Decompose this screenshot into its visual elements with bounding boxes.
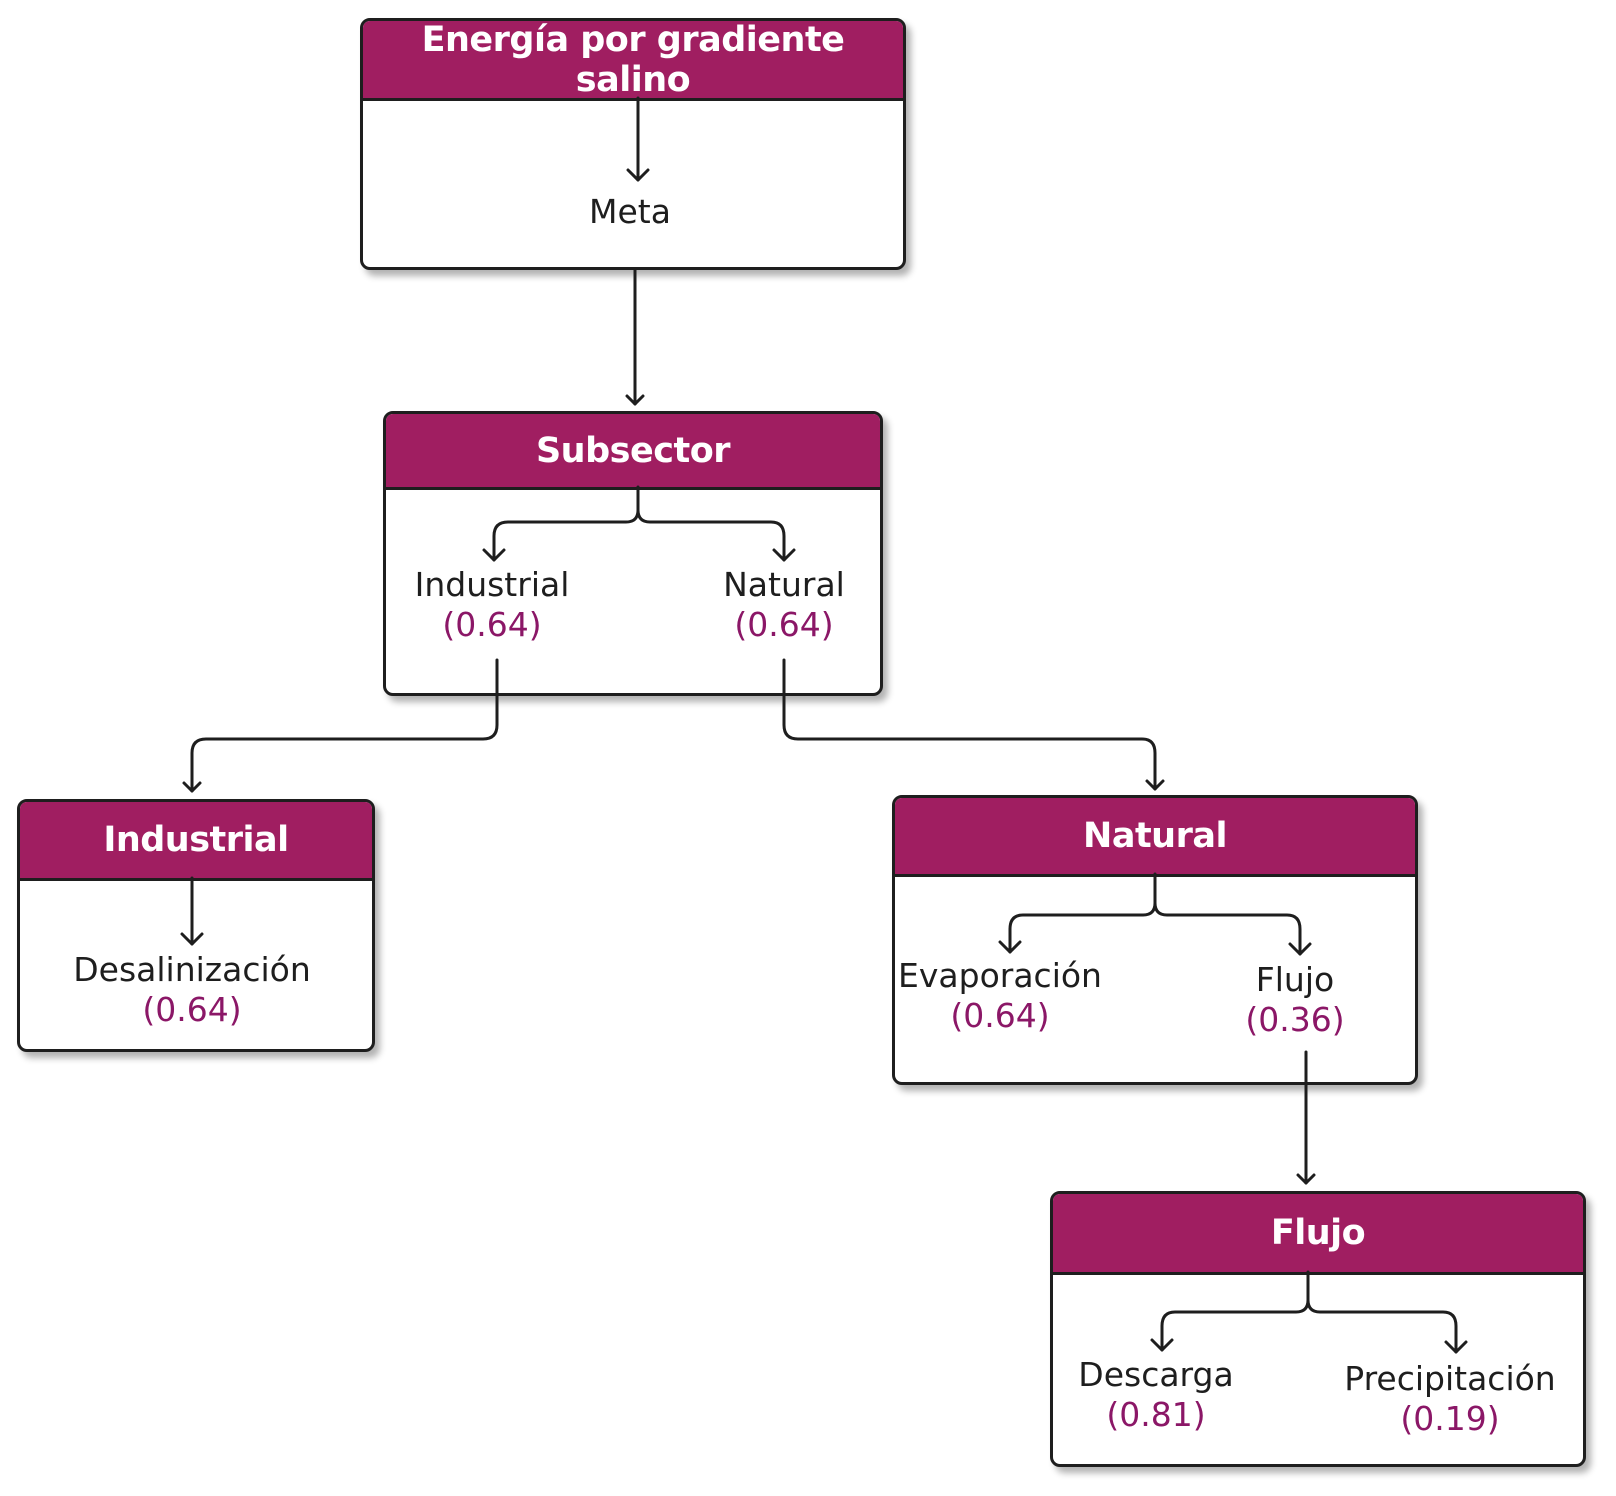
industrial-node-desalinizacion-value: (0.64) bbox=[142, 990, 242, 1029]
industrial-node-desalinizacion-label: Desalinización bbox=[73, 950, 311, 989]
subsector-node-industrial-value: (0.64) bbox=[442, 605, 542, 644]
flujo-card-header: Flujo bbox=[1053, 1194, 1583, 1275]
flujo-node-descarga-value: (0.81) bbox=[1106, 1395, 1206, 1434]
industrial-node-desalinizacion: Desalinización (0.64) bbox=[62, 950, 322, 1030]
natural-node-flujo-label: Flujo bbox=[1255, 960, 1335, 999]
subsector-node-industrial-label: Industrial bbox=[414, 565, 570, 604]
natural-node-evaporacion-label: Evaporación bbox=[898, 956, 1102, 995]
subsector-node-natural-label: Natural bbox=[723, 565, 845, 604]
goal-node-label: Meta bbox=[589, 192, 671, 231]
flujo-card: Flujo bbox=[1050, 1191, 1586, 1467]
flujo-node-precipitacion-label: Precipitación bbox=[1344, 1359, 1556, 1398]
goal-card: Energía por gradiente salino bbox=[360, 18, 906, 270]
goal-card-header: Energía por gradiente salino bbox=[363, 21, 903, 101]
subsector-node-industrial: Industrial (0.64) bbox=[392, 565, 592, 645]
arrowhead-goal-subsector bbox=[625, 394, 645, 406]
natural-node-evaporacion: Evaporación (0.64) bbox=[880, 956, 1120, 1036]
flujo-node-precipitacion-value: (0.19) bbox=[1400, 1399, 1500, 1438]
flujo-node-descarga: Descarga (0.81) bbox=[1056, 1355, 1256, 1435]
subsector-card: Subsector bbox=[383, 411, 883, 696]
natural-card-header: Natural bbox=[895, 798, 1415, 877]
subsector-card-header: Subsector bbox=[386, 414, 880, 490]
natural-node-flujo-value: (0.36) bbox=[1245, 1000, 1345, 1039]
arrowhead-to-industrial-card bbox=[182, 781, 202, 793]
natural-node-evaporacion-value: (0.64) bbox=[950, 996, 1050, 1035]
flujo-node-descarga-label: Descarga bbox=[1078, 1355, 1234, 1394]
goal-node: Meta bbox=[560, 192, 700, 232]
industrial-card-header: Industrial bbox=[20, 802, 372, 881]
industrial-card: Industrial bbox=[17, 799, 375, 1052]
arrowhead-to-flujo-card bbox=[1296, 1173, 1316, 1185]
flujo-node-precipitacion: Precipitación (0.19) bbox=[1310, 1359, 1590, 1439]
subsector-node-natural-value: (0.64) bbox=[734, 605, 834, 644]
subsector-node-natural: Natural (0.64) bbox=[684, 565, 884, 645]
natural-node-flujo: Flujo (0.36) bbox=[1195, 960, 1395, 1040]
natural-card: Natural bbox=[892, 795, 1418, 1085]
arrowhead-to-natural-card bbox=[1145, 779, 1165, 791]
